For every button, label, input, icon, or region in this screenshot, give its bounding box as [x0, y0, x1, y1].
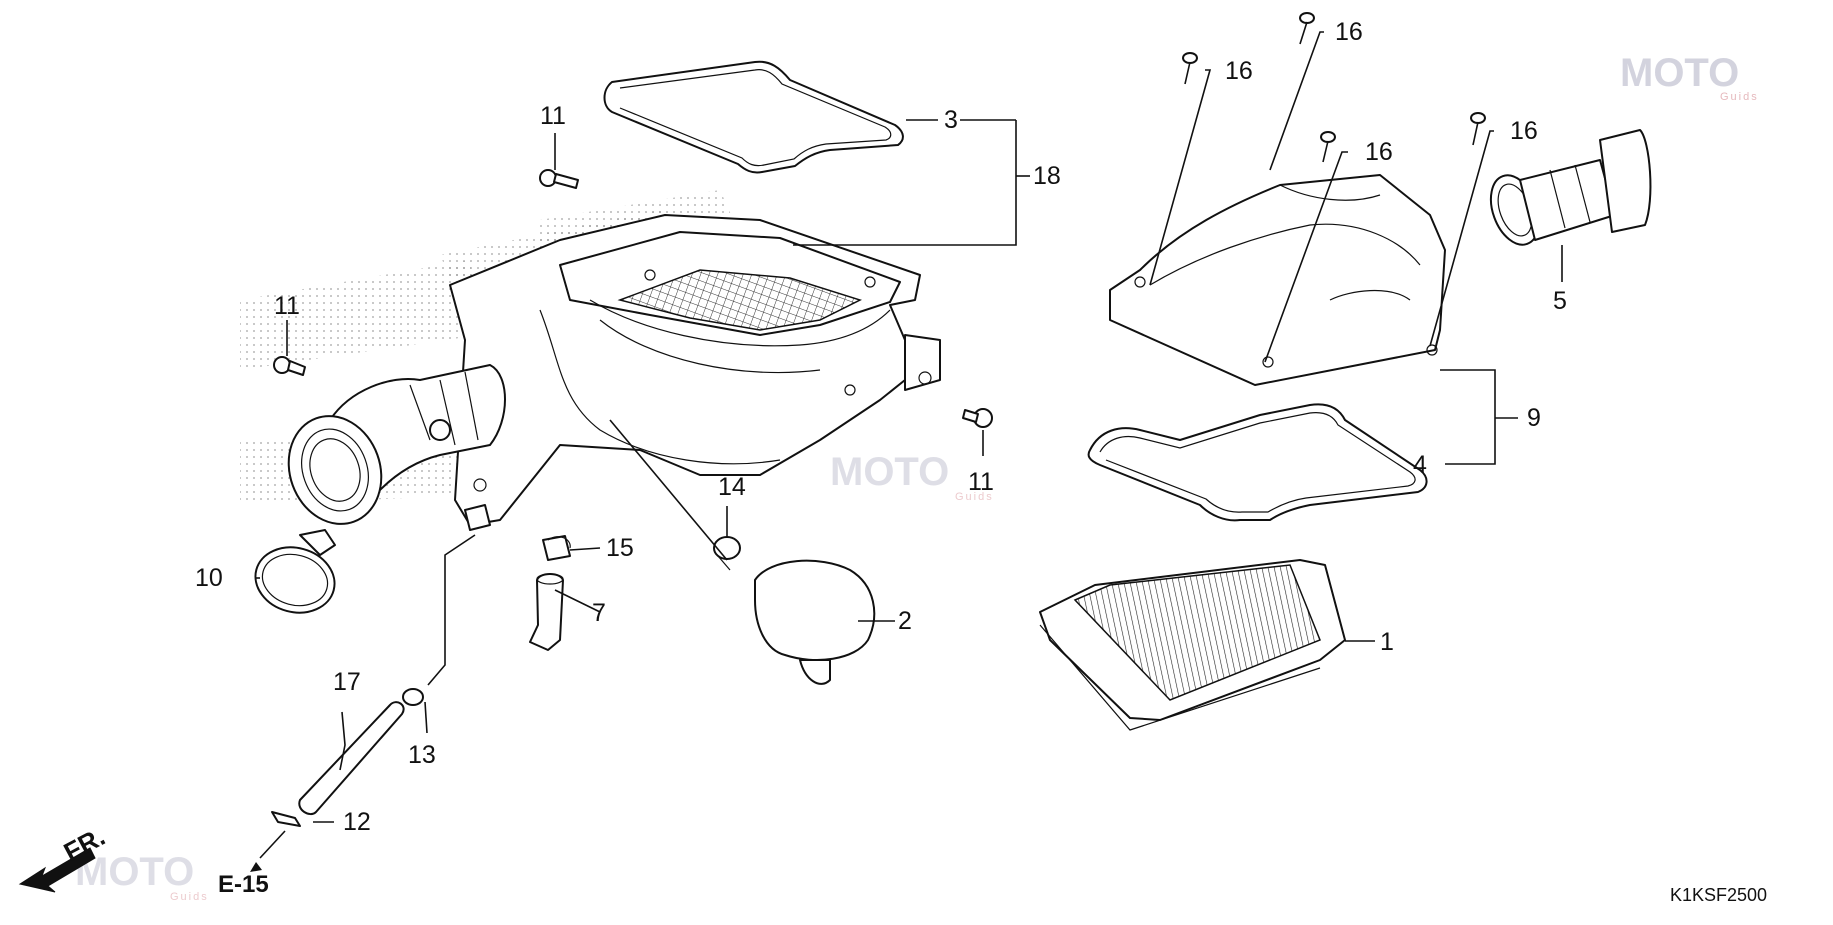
watermark-center: MOTO Guids	[830, 450, 994, 503]
bolt-11-right	[962, 408, 993, 428]
callout-10: 10	[195, 564, 223, 592]
callout-14: 14	[718, 473, 746, 501]
screw-16-b	[1182, 52, 1198, 85]
watermark-subtext: Guids	[955, 491, 994, 503]
drain-tube-7	[529, 573, 564, 651]
watermark-subtext: Guids	[1720, 91, 1759, 103]
watermark-subtext: Guids	[170, 891, 209, 903]
bolt-11-left	[273, 356, 306, 376]
callout-5: 5	[1553, 287, 1567, 315]
callout-11-right: 11	[968, 468, 994, 496]
intake-duct	[287, 364, 506, 525]
clip-12	[271, 811, 301, 827]
callout-16-a: 16	[1335, 18, 1363, 46]
callout-9: 9	[1527, 404, 1541, 432]
callout-13: 13	[408, 741, 436, 769]
air-cleaner-cover-9	[1109, 174, 1446, 386]
air-cleaner-housing	[449, 214, 941, 531]
drain-hose-17	[298, 701, 405, 816]
callout-1: 1	[1380, 628, 1394, 656]
diagram-code: K1KSF2500	[1670, 885, 1767, 905]
band-clamp-10	[254, 529, 336, 614]
clip-15	[542, 535, 571, 561]
watermark-top-right: MOTO Guids	[1620, 51, 1759, 103]
callout-2: 2	[898, 607, 912, 635]
callout-16-b: 16	[1225, 57, 1253, 85]
leader-lines	[255, 31, 1563, 859]
hose-clamp-14	[713, 536, 741, 571]
funnel-5	[1489, 129, 1652, 246]
callout-3: 3	[944, 106, 958, 134]
gasket-3	[603, 60, 904, 174]
gasket-4	[1087, 403, 1428, 522]
screw-16-a	[1299, 12, 1315, 45]
screw-16-c	[1320, 131, 1336, 163]
callouts: 3 18 11 11 11 10 15 14 7 2 17 13 12 16 1…	[195, 18, 1567, 836]
callout-7: 7	[592, 599, 606, 627]
clip-13	[402, 688, 424, 706]
reference-arrow-icon	[250, 862, 262, 872]
watermark-text: MOTO	[830, 450, 949, 494]
callout-11-left: 11	[274, 292, 300, 320]
callout-12: 12	[343, 808, 371, 836]
callout-16-c: 16	[1365, 138, 1393, 166]
callout-17: 17	[333, 668, 361, 696]
watermark-text: MOTO	[1620, 51, 1739, 95]
callout-15: 15	[606, 534, 634, 562]
air-filter-element-1	[1039, 559, 1346, 731]
callout-4: 4	[1413, 451, 1427, 479]
front-arrow-icon	[18, 847, 96, 893]
callout-16-d: 16	[1510, 117, 1538, 145]
bolt-11-top	[539, 169, 579, 189]
callout-11-top: 11	[540, 102, 566, 130]
reference-label: E-15	[218, 871, 269, 898]
resonator-chamber-2	[754, 559, 876, 685]
reference-e15: E-15	[218, 862, 269, 898]
callout-18: 18	[1033, 162, 1061, 190]
screw-16-d	[1470, 112, 1486, 146]
